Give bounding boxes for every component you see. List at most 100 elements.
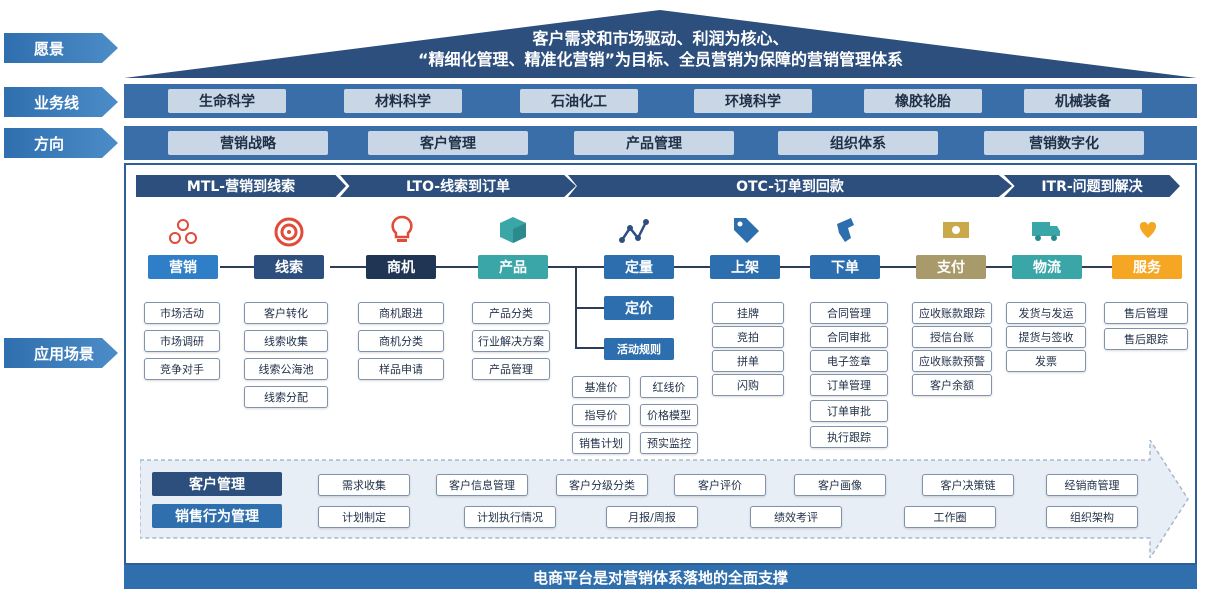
direction-chip: 营销数字化	[984, 131, 1144, 155]
item-product: 产品管理	[472, 358, 550, 380]
stage-connector	[666, 266, 716, 268]
customer-mgmt-item: 客户信息管理	[436, 474, 528, 496]
vision-roof	[124, 10, 1197, 78]
cash-icon	[943, 222, 969, 238]
sales-behavior-item: 绩效考评	[750, 506, 842, 528]
item-price: 指导价	[572, 404, 630, 426]
item-price: 价格模型	[640, 404, 698, 426]
item-payment: 应收账款预警	[912, 350, 992, 372]
stage-connector	[982, 266, 1016, 268]
item-logistics: 发票	[1006, 350, 1086, 372]
business-line-chip: 橡胶轮胎	[864, 89, 982, 113]
nodes-icon	[619, 219, 649, 243]
item-listing: 拼单	[712, 350, 784, 372]
item-price: 预实监控	[640, 432, 698, 454]
tag-icon	[734, 218, 759, 243]
stage-pricing: 定价	[604, 296, 674, 320]
stage-connector	[778, 266, 818, 268]
stage-marketing: 营销	[148, 255, 218, 279]
stage-connector	[878, 266, 920, 268]
sales-behavior-label: 销售行为管理	[152, 504, 282, 528]
stage-order: 下单	[810, 255, 880, 279]
item-payment: 客户余额	[912, 374, 992, 396]
item-price: 销售计划	[572, 432, 630, 454]
business-line-chip: 生命科学	[168, 89, 286, 113]
stage-logistics: 物流	[1012, 255, 1082, 279]
sales-behavior-item: 工作圈	[904, 506, 996, 528]
business-line-chip: 材料科学	[344, 89, 462, 113]
target-icon	[274, 217, 304, 247]
item-service: 售后跟踪	[1104, 328, 1188, 350]
item-order: 电子签章	[810, 350, 888, 372]
stage-leads: 线索	[254, 255, 324, 279]
item-opportunity: 商机分类	[358, 330, 444, 352]
business-line-band: 生命科学 材料科学 石油化工 环境科学 橡胶轮胎 机械装备	[124, 84, 1197, 118]
customer-mgmt-item: 需求收集	[318, 474, 410, 496]
stage-quantity: 定量	[604, 255, 674, 279]
customer-mgmt-item: 客户评价	[674, 474, 766, 496]
item-marketing: 市场调研	[144, 330, 220, 352]
stage-connector	[330, 266, 370, 268]
business-line-chip: 机械装备	[1024, 89, 1142, 113]
stage-opportunity: 商机	[366, 255, 436, 279]
direction-band: 营销战略 客户管理 产品管理 组织体系 营销数字化	[124, 126, 1197, 160]
direction-chip: 产品管理	[574, 131, 734, 155]
customer-mgmt-item: 客户分级分类	[556, 474, 648, 496]
item-service: 售后管理	[1104, 302, 1188, 324]
vision-line-2: “精细化管理、精准化营销”为目标、全员营销为保障的营销管理体系	[417, 50, 904, 69]
management-arrow	[140, 440, 1189, 558]
item-price: 基准价	[572, 376, 630, 398]
item-listing: 挂牌	[712, 302, 784, 324]
lightbulb-icon	[391, 215, 413, 242]
stage-product: 产品	[478, 255, 548, 279]
business-line-chip: 环境科学	[694, 89, 812, 113]
item-order: 执行跟踪	[810, 426, 888, 448]
item-price: 红线价	[640, 376, 698, 398]
stage-payment: 支付	[916, 255, 986, 279]
item-payment: 授信台账	[912, 326, 992, 348]
item-listing: 闪购	[712, 374, 784, 396]
side-label-scenarios: 应用场景	[4, 338, 118, 368]
side-label-vision: 愿景	[4, 33, 118, 63]
box-icon	[500, 217, 526, 243]
item-marketing: 市场活动	[144, 302, 220, 324]
stage-promo-rules: 活动规则	[604, 338, 674, 360]
item-product: 行业解决方案	[472, 330, 550, 352]
truck-icon	[1032, 222, 1060, 241]
item-logistics: 发货与发运	[1006, 302, 1086, 324]
process-arrow-otc: OTC-订单到回款	[568, 175, 1012, 197]
item-marketing: 竞争对手	[144, 358, 220, 380]
customer-mgmt-item: 客户决策链	[922, 474, 1014, 496]
item-product: 产品分类	[472, 302, 550, 324]
sales-behavior-item: 计划制定	[318, 506, 410, 528]
direction-chip: 营销战略	[168, 131, 328, 155]
stage-listing: 上架	[710, 255, 780, 279]
direction-chip: 客户管理	[368, 131, 528, 155]
side-label-business: 业务线	[4, 87, 118, 117]
pricing-bracket	[575, 266, 606, 349]
item-order: 合同管理	[810, 302, 888, 324]
hand-click-icon	[837, 218, 854, 242]
side-label-direction: 方向	[4, 128, 118, 158]
footer-banner: 电商平台是对营销体系落地的全面支撑	[124, 565, 1197, 589]
customer-mgmt-item: 经销商管理	[1046, 474, 1138, 496]
item-order: 合同审批	[810, 326, 888, 348]
vision-text: 客户需求和市场驱动、利润为核心、 “精细化管理、精准化营销”为目标、全员营销为保…	[124, 28, 1197, 70]
business-line-chip: 石油化工	[520, 89, 638, 113]
stage-connector	[1080, 266, 1114, 268]
process-arrow-lto: LTO-线索到订单	[340, 175, 576, 197]
item-opportunity: 商机跟进	[358, 302, 444, 324]
vision-line-1: 客户需求和市场驱动、利润为核心、	[532, 29, 789, 48]
item-listing: 竞拍	[712, 326, 784, 348]
process-arrow-itr: ITR-问题到解决	[1004, 175, 1180, 197]
item-leads: 线索收集	[244, 330, 328, 352]
stage-service: 服务	[1112, 255, 1182, 279]
stage-connector	[436, 266, 486, 268]
item-logistics: 提货与签收	[1006, 326, 1086, 348]
item-leads: 线索公海池	[244, 358, 328, 380]
process-arrow-mtl: MTL-营销到线索	[136, 175, 346, 197]
item-payment: 应收账款跟踪	[912, 302, 992, 324]
customer-mgmt-item: 客户画像	[794, 474, 886, 496]
sales-behavior-item: 月报/周报	[606, 506, 698, 528]
sales-behavior-item: 组织架构	[1046, 506, 1138, 528]
